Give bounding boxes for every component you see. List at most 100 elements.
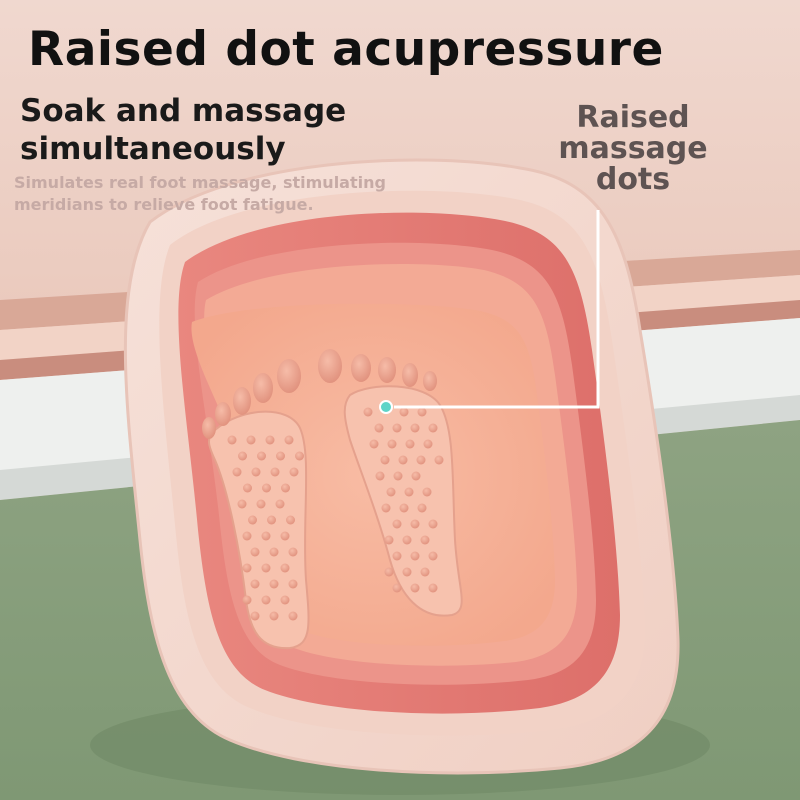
description-line-1: Simulates real foot massage, stimulating	[14, 173, 386, 192]
massage-dot	[392, 519, 402, 529]
massage-dot	[428, 551, 438, 561]
massage-dot	[428, 583, 438, 593]
massage-dot	[399, 407, 409, 417]
massage-dot	[405, 439, 415, 449]
massage-dot	[251, 467, 261, 477]
massage-dot	[392, 423, 402, 433]
massage-dot	[280, 595, 290, 605]
massage-dot	[250, 579, 260, 589]
massage-dot	[269, 579, 279, 589]
toe-oval	[277, 359, 301, 393]
massage-dot	[232, 467, 242, 477]
massage-dot	[380, 455, 390, 465]
massage-dot	[393, 471, 403, 481]
massage-dot	[288, 579, 298, 589]
massage-dot	[248, 515, 257, 525]
massage-dot	[256, 499, 266, 509]
massage-dot	[281, 483, 290, 493]
massage-dot	[410, 551, 420, 561]
massage-dot	[422, 487, 432, 497]
description: Simulates real foot massage, stimulating…	[14, 172, 386, 216]
massage-dot	[402, 567, 412, 577]
massage-dot	[288, 611, 298, 621]
massage-dot	[417, 407, 427, 417]
massage-dot	[261, 531, 271, 541]
massage-dot	[261, 563, 271, 573]
massage-dot	[434, 455, 444, 465]
massage-dot	[246, 435, 256, 445]
massage-dot	[288, 547, 298, 557]
massage-dot	[428, 423, 438, 433]
massage-dot	[280, 531, 290, 541]
callout-label: Raised massage dots	[548, 102, 718, 195]
subheading-line-1: Soak and massage	[20, 93, 347, 129]
massage-dot	[369, 439, 379, 449]
subheading-line-2: simultaneously	[20, 131, 286, 167]
massage-dot	[250, 611, 260, 621]
massage-dot	[295, 451, 304, 461]
massage-dot	[410, 423, 420, 433]
massage-dot	[275, 499, 285, 509]
massage-dot	[267, 515, 276, 525]
massage-dot	[392, 583, 402, 593]
toe-oval	[378, 357, 396, 383]
toe-oval	[423, 371, 437, 391]
massage-dot	[417, 503, 427, 513]
headline: Raised dot acupressure	[28, 22, 664, 77]
massage-dot	[392, 551, 402, 561]
massage-dot	[416, 455, 426, 465]
massage-dot	[398, 455, 408, 465]
massage-dot	[423, 439, 433, 449]
toe-oval	[202, 417, 216, 439]
massage-dot	[386, 487, 396, 497]
toe-oval	[351, 354, 371, 382]
massage-dot	[384, 535, 394, 545]
massage-dot	[270, 467, 280, 477]
massage-dot	[284, 435, 294, 445]
massage-dot	[420, 567, 430, 577]
toe-oval	[402, 363, 418, 387]
massage-dot	[410, 583, 420, 593]
massage-dot	[363, 407, 373, 417]
massage-dot	[242, 563, 252, 573]
massage-dot	[243, 483, 252, 493]
massage-dot	[428, 519, 438, 529]
massage-dot	[242, 595, 252, 605]
massage-dot	[410, 519, 420, 529]
massage-dot	[411, 471, 421, 481]
massage-dot	[269, 547, 279, 557]
massage-dot	[387, 439, 397, 449]
toe-oval	[215, 402, 231, 426]
subheading: Soak and massage simultaneously	[20, 92, 346, 168]
massage-dots	[227, 407, 444, 621]
massage-dot	[280, 563, 290, 573]
massage-dot	[262, 483, 271, 493]
massage-dot	[399, 503, 409, 513]
massage-dot	[261, 595, 271, 605]
massage-dot	[242, 531, 252, 541]
massage-dot	[265, 435, 275, 445]
massage-dot	[286, 515, 295, 525]
toe-oval	[253, 373, 273, 403]
massage-dot	[374, 423, 384, 433]
highlight-dot	[379, 400, 393, 414]
massage-dot	[250, 547, 260, 557]
toe-oval	[233, 387, 251, 415]
massage-dot	[269, 611, 279, 621]
massage-dot	[384, 567, 394, 577]
massage-dot	[375, 471, 385, 481]
massage-dot	[276, 451, 285, 461]
toe-marks	[202, 349, 437, 439]
massage-dot	[381, 503, 391, 513]
massage-dot	[237, 499, 247, 509]
callout-line-1: Raised	[576, 100, 690, 135]
massage-dot	[420, 535, 430, 545]
callout-line	[394, 210, 600, 409]
massage-dot	[238, 451, 247, 461]
callout-line-3: dots	[595, 162, 671, 197]
description-line-2: meridians to relieve foot fatigue.	[14, 195, 314, 214]
massage-dot	[404, 487, 414, 497]
massage-dot	[289, 467, 299, 477]
massage-dot	[227, 435, 237, 445]
